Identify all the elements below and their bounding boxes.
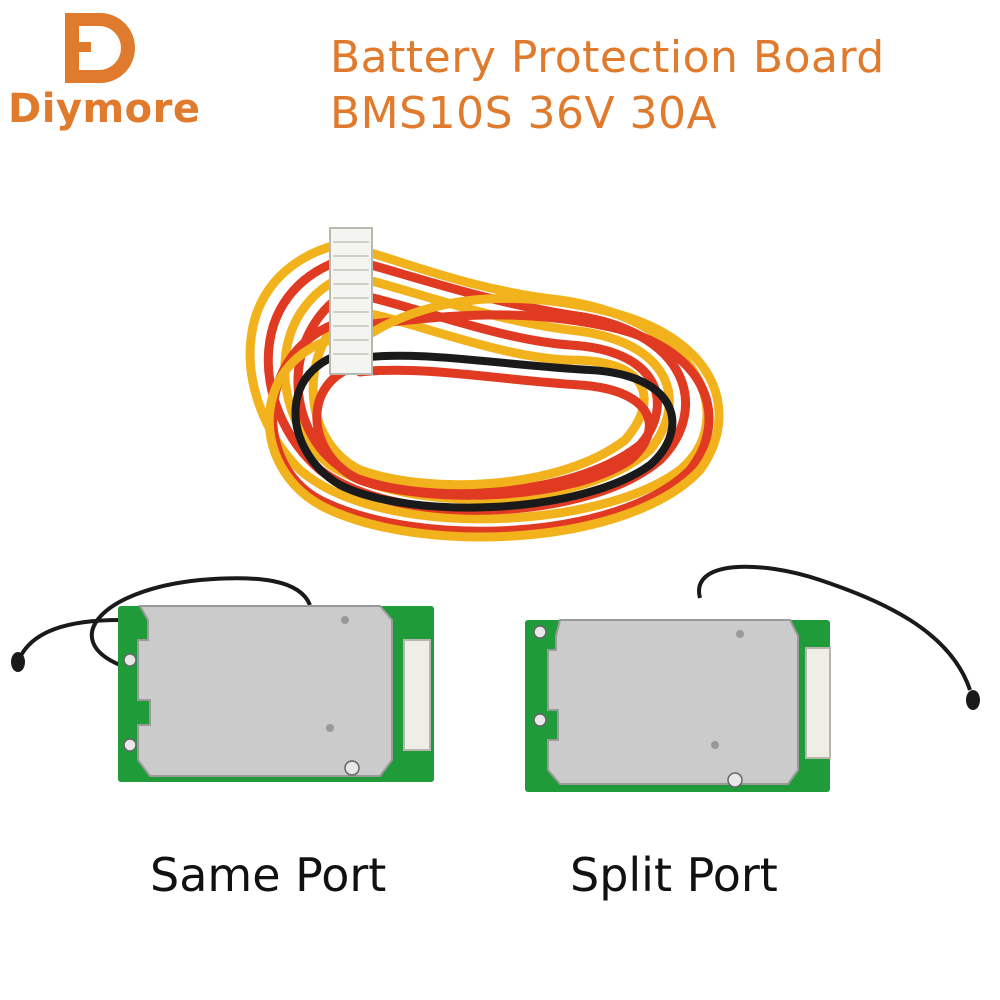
thermistor-probe bbox=[966, 690, 980, 710]
product-title: Battery Protection Board BMS10S 36V 30A bbox=[330, 30, 885, 142]
brand-name: Diymore bbox=[8, 86, 201, 132]
bms-board-split-port bbox=[525, 564, 980, 792]
wire-harness bbox=[245, 227, 724, 542]
harness-connector bbox=[329, 227, 373, 375]
bms-board-same-port bbox=[11, 576, 434, 782]
label-same-port: Same Port bbox=[150, 848, 387, 902]
wire-loops bbox=[245, 235, 724, 542]
thermistor-wire bbox=[89, 576, 312, 667]
label-split-port: Split Port bbox=[570, 848, 778, 902]
balance-connector bbox=[805, 647, 831, 759]
thermistor-wire bbox=[697, 564, 972, 691]
heatsink-plate bbox=[137, 605, 393, 777]
title-line-2: BMS10S 36V 30A bbox=[330, 88, 718, 139]
balance-connector bbox=[403, 639, 431, 751]
brand-logo: Diymore bbox=[0, 0, 220, 150]
heatsink-plate bbox=[547, 619, 799, 785]
title-line-1: Battery Protection Board bbox=[330, 32, 885, 83]
brand-logo-icon bbox=[65, 13, 135, 83]
